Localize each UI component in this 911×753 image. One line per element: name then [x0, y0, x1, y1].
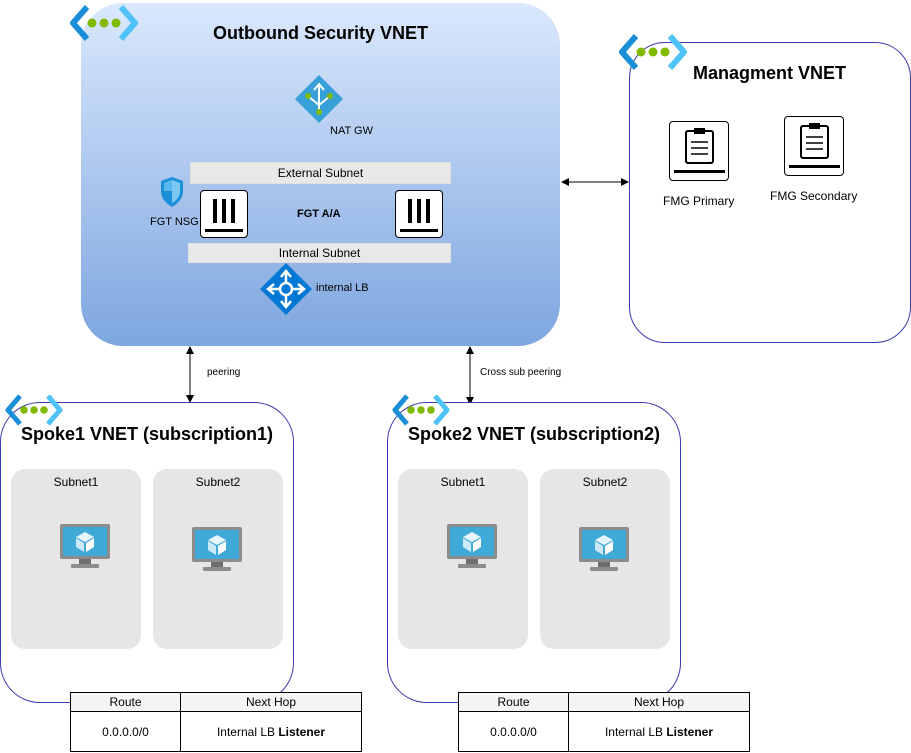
next-hop-cell: Internal LB Listener	[568, 711, 750, 752]
management-vnet-icon	[619, 34, 687, 70]
virtual-machine-icon	[579, 527, 629, 571]
spoke2-vnet-title: Spoke2 VNET (subscription2)	[408, 424, 661, 444]
spoke2-subnet1-label: Subnet1	[440, 475, 486, 489]
next-hop-prefix: Internal LB	[216, 724, 275, 739]
fmg-primary-icon	[669, 121, 729, 181]
management-vnet-title: Managment VNET	[693, 63, 847, 83]
nat-gw-label: NAT GW	[330, 125, 373, 137]
internal-lb-label: internal LB	[316, 282, 369, 294]
fmg-secondary-icon	[784, 116, 844, 176]
external-subnet-bar: External Subnet	[190, 162, 451, 184]
fmg-primary-label: FMG Primary	[663, 194, 735, 208]
route-cell: 0.0.0.0/0	[70, 711, 181, 752]
next-hop-prefix: Internal LB	[604, 724, 663, 739]
management-vnet	[629, 42, 911, 343]
fgt-aa-label: FGT A/A	[297, 208, 341, 220]
cross-sub-peering-label: Cross sub peering	[480, 367, 562, 378]
virtual-machine-icon	[447, 524, 497, 568]
fgt-nsg-label: FGT NSG	[150, 216, 199, 228]
spoke1-vnet-icon	[5, 394, 63, 426]
peering-label: peering	[207, 367, 241, 378]
fortigate-a-icon	[200, 190, 248, 238]
route-header: Route	[70, 692, 181, 712]
next-hop-bold: Listener	[666, 724, 714, 739]
next-hop-bold: Listener	[278, 724, 326, 739]
shield-icon	[161, 177, 183, 207]
spoke1-subnet1-label: Subnet1	[53, 475, 99, 489]
fmg-secondary-label: FMG Secondary	[770, 189, 858, 203]
internal-subnet-bar: Internal Subnet	[188, 243, 451, 263]
route-cell: 0.0.0.0/0	[458, 711, 569, 752]
next-hop-cell: Internal LB Listener	[180, 711, 362, 752]
spoke2-subnet1: Subnet1	[398, 469, 528, 649]
next-hop-header: Next Hop	[568, 692, 750, 712]
nat-gateway-icon	[295, 75, 343, 123]
load-balancer-icon	[260, 263, 312, 315]
spoke2-subnet2: Subnet2	[540, 469, 670, 649]
next-hop-header: Next Hop	[180, 692, 362, 712]
spoke2-vnet-icon	[392, 394, 450, 426]
route-header: Route	[458, 692, 569, 712]
spoke1-route-table: Route Next Hop 0.0.0.0/0 Internal LB Lis…	[70, 692, 362, 752]
spoke1-subnet2-label: Subnet2	[195, 475, 241, 489]
virtual-machine-icon	[60, 524, 110, 568]
fortigate-b-icon	[395, 190, 443, 238]
spoke2-route-table: Route Next Hop 0.0.0.0/0 Internal LB Lis…	[458, 692, 750, 752]
spoke2-subnet2-label: Subnet2	[582, 475, 628, 489]
spoke1-subnet2: Subnet2	[153, 469, 283, 649]
outbound-vnet-title: Outbound Security VNET	[213, 23, 429, 43]
virtual-machine-icon	[192, 527, 242, 571]
outbound-vnet-icon	[70, 5, 138, 41]
spoke1-vnet-title: Spoke1 VNET (subscription1)	[21, 424, 274, 444]
spoke1-subnet1: Subnet1	[11, 469, 141, 649]
